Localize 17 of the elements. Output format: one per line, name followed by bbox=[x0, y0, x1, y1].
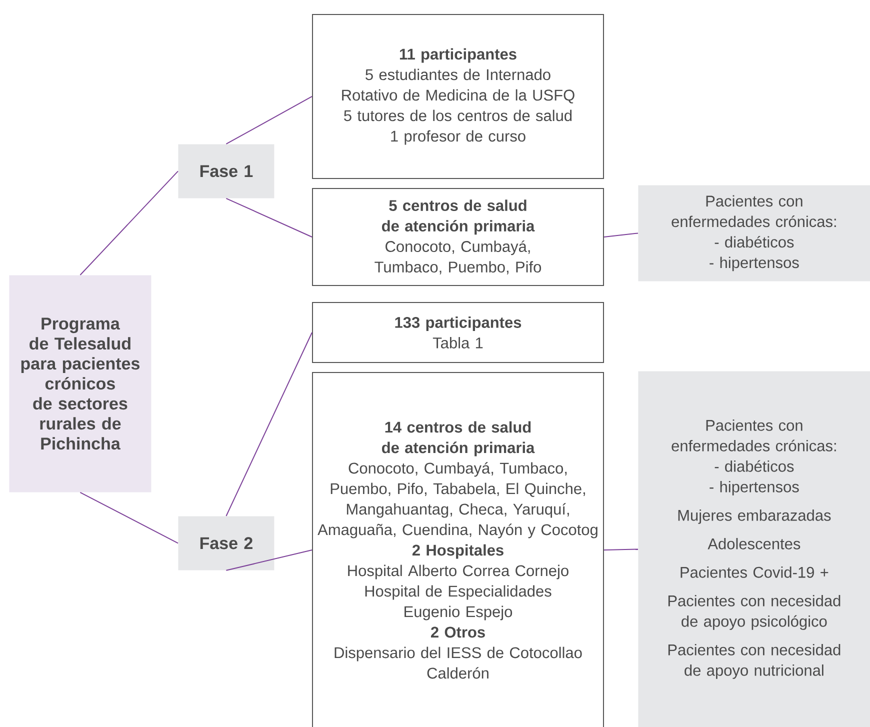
connector-line bbox=[80, 170, 178, 276]
patient-box: Pacientes con enfermedades crónicas: - diabéticos - hipertensos Mujeres embarazadas Adolescentes Pacientes Covid-19 + Pacientes con necesidad de apoyo psicológico Pacientes con necesidad de apoyo nutricional bbox=[638, 371, 870, 727]
info-box: 11 participantes 5 estudiantes de Internado Rotativo de Medicina de la USFQ 5 tutores de los centros de salud 1 profesor de curso bbox=[312, 14, 604, 179]
phase-box: Fase 1 bbox=[178, 144, 274, 198]
info-box: 5 centros de salud de atención primaria Conocoto, Cumbayá, Tumbaco, Puembo, Pifo bbox=[312, 188, 604, 286]
connector-line bbox=[604, 548, 638, 550]
connector-line bbox=[226, 332, 312, 516]
patient-box: Pacientes con enfermedades crónicas: - diabéticos - hipertensos bbox=[638, 185, 870, 282]
connector-line bbox=[226, 198, 312, 238]
connector-line bbox=[226, 550, 312, 571]
connector-line bbox=[80, 492, 178, 544]
connector-line bbox=[604, 232, 638, 238]
info-box: 133 participantes Tabla 1 bbox=[312, 302, 604, 363]
phase-box: Fase 2 bbox=[178, 516, 274, 570]
connector-line bbox=[226, 96, 312, 144]
info-box: 14 centros de salud de atención primaria Conocoto, Cumbayá, Tumbaco, Puembo, Pifo, Tababela, El Quinche, Mangahuantag, Checa, Yaruquí, Amaguaña, Cuendina, Nayón y Cocotog 2 Hospitales Hospital Alberto Correa Cornejo Hospital de Especialidades Eugenio Espejo 2 Otros Dispensario del IESS de Cotocollao Calderón bbox=[312, 372, 604, 727]
program-box: Programa de Telesalud para pacientes crónicos de sectores rurales de Pichincha bbox=[9, 275, 152, 492]
